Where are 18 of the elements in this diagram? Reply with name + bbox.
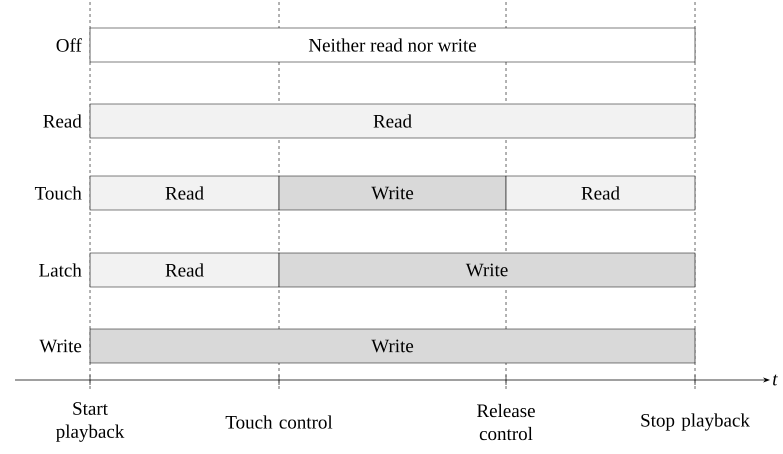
row-label: Latch (39, 263, 82, 277)
state-bar: Write (90, 328, 696, 364)
event-label: Touch control (226, 415, 332, 429)
event-label: Release control (477, 404, 535, 440)
state-bar: Neither read nor write (90, 28, 696, 62)
state-bar: Write (278, 252, 696, 288)
state-bar: Read (90, 176, 280, 210)
state-bar: Read (90, 104, 696, 138)
axis-label: t (773, 374, 778, 386)
row-label: Write (39, 340, 82, 352)
event-label: Start playback (56, 402, 124, 442)
row-label: Touch (34, 186, 82, 200)
row-label: Off (56, 38, 82, 52)
state-bar: Read (506, 176, 696, 210)
state-bar: Read (90, 252, 280, 288)
event-label: Stop playback (641, 413, 750, 431)
state-bar: Write (278, 176, 506, 210)
row-label: Read (43, 114, 82, 128)
